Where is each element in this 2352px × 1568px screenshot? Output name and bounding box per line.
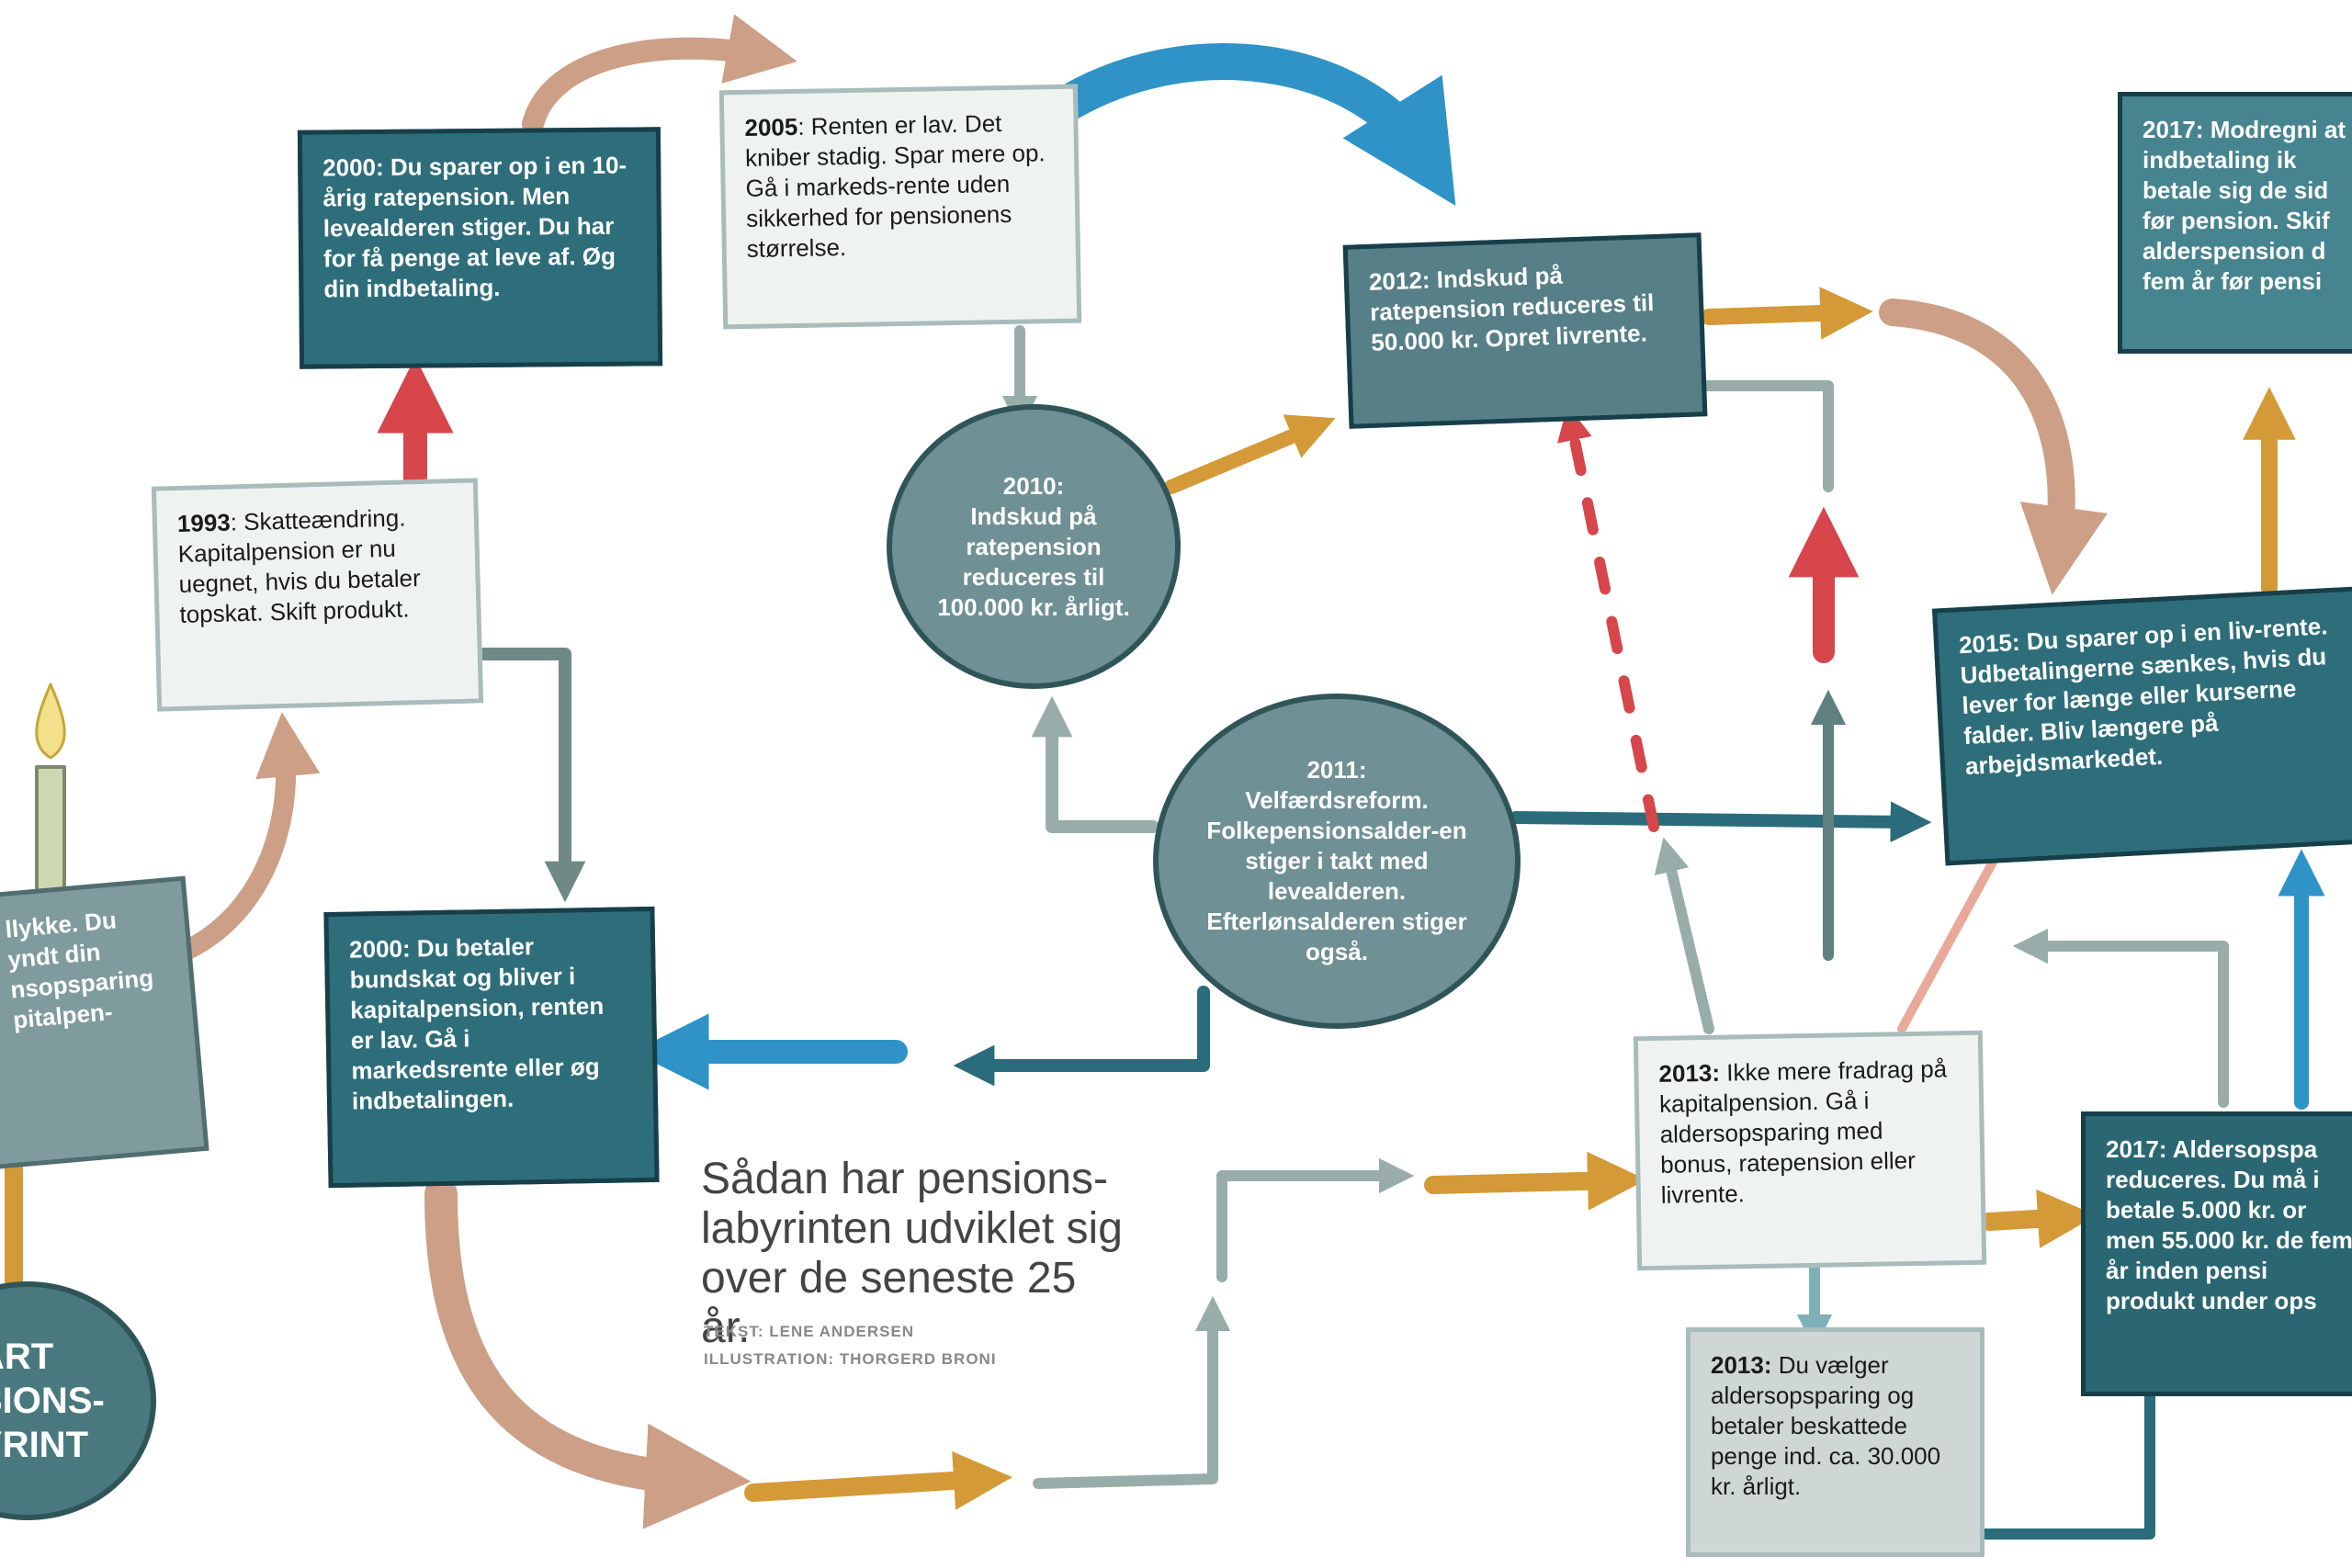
box-2017-a-year: 2017: <box>2143 116 2204 143</box>
page-title: Sådan har pensions-labyrinten udviklet s… <box>701 1155 1123 1352</box>
arrow-2012-right <box>1701 287 1873 340</box>
circle-2010-text: Indskud på ratepension reduceres til 100… <box>937 502 1130 621</box>
box-2012-year: 2012: <box>1368 265 1431 296</box>
start-box-text: llykke. Du yndt din nsopsparing pitalpen… <box>4 906 155 1034</box>
circle-2010: 2010: Indskud på ratepension reduceres t… <box>887 404 1181 689</box>
box-2013-a: 2013: Ikke mere fradrag på kapitalpensio… <box>1633 1030 1987 1271</box>
box-2017-a-text: Modregni at indbetaling ik betale sig de… <box>2143 116 2346 295</box>
arrow-2000a-to-2005 <box>522 14 797 135</box>
arrow-2013b-to-2017b <box>1979 1341 2168 1540</box>
box-2013-b-text: Du vælger aldersopsparing og betaler bes… <box>1711 1351 1941 1500</box>
box-1993: 1993: Skatteændring. Kapitalpension er n… <box>151 478 484 712</box>
credit-illustration: ILLUSTRATION: THORGERD BRONI <box>704 1350 997 1368</box>
arrow-2011-to-2010 <box>1031 695 1159 833</box>
arrow-grey-up-2013a <box>1654 837 1714 1034</box>
box-2017-b-year: 2017: <box>2106 1135 2167 1163</box>
box-2000-b: 2000: Du betaler bundskat og bliver i ka… <box>323 906 660 1189</box>
box-2015-year: 2015: <box>1958 627 2021 660</box>
arrow-2011-to-center <box>953 986 1210 1087</box>
circle-2011-text: Velfærdsreform. Folkepensionsalder-en st… <box>1206 786 1467 965</box>
arrow-2010-to-2012 <box>1164 414 1336 494</box>
arrow-2000b-down <box>424 1178 752 1529</box>
arrow-1993-to-2000b <box>476 648 586 903</box>
start-line-1: ART <box>0 1337 54 1377</box>
box-2005-year: 2005 <box>744 112 798 141</box>
box-2013-b: 2013: Du vælger aldersopsparing og betal… <box>1686 1327 1984 1557</box>
arrow-to-2013a <box>1424 1151 1646 1211</box>
arrow-back-to-2012 <box>1635 367 1834 492</box>
circle-2011-year: 2011: <box>1306 756 1367 784</box>
circle-2010-year: 2010: <box>1002 471 1065 500</box>
start-text: ART SIONS- YRINT <box>0 1335 105 1467</box>
arrow-grey-into-2015 <box>2012 928 2229 1108</box>
arrow-start-to-1993 <box>164 711 321 965</box>
box-2000-b-year: 2000: <box>348 934 411 964</box>
circle-2011: 2011: Velfærdsreform. Folkepensionsalder… <box>1153 694 1521 1029</box>
box-2005: 2005: Renten er lav. Det kniber stadig. … <box>718 84 1082 330</box>
arrow-bottom-orange <box>744 1450 1012 1510</box>
box-2013-a-year: 2013: <box>1658 1058 1721 1088</box>
box-2012: 2012: Indskud på ratepension reduceres t… <box>1342 232 1708 429</box>
credit-text: TEKST: LENE ANDERSEN <box>704 1323 915 1340</box>
arrow-2013a-to-2017b <box>1980 1189 2097 1248</box>
arrow-red-dashed <box>1557 405 1659 832</box>
box-2017-b: 2017: Aldersopspa reduceres. Du må i bet… <box>2081 1111 2352 1396</box>
start-line-2: SIONS- <box>0 1381 105 1421</box>
arrow-bottom-grey <box>1033 1295 1231 1489</box>
candle-body <box>35 765 66 897</box>
start-line-3: YRINT <box>0 1425 88 1465</box>
box-2015: 2015: Du sparer op i en liv-rente. Udbet… <box>1932 585 2352 866</box>
arrow-2005-to-2012 <box>1038 43 1456 206</box>
candle-flame-icon <box>35 682 66 760</box>
box-2000-a: 2000: Du sparer op i en 10-årig ratepens… <box>297 127 663 369</box>
start-box: llykke. Du yndt din nsopsparing pitalpen… <box>0 875 209 1173</box>
box-2000-a-year: 2000: <box>322 152 384 182</box>
box-2013-b-year: 2013: <box>1711 1351 1772 1379</box>
arrow-tan-curve <box>1879 299 2108 595</box>
box-2017-a: 2017: Modregni at indbetaling ik betale … <box>2118 92 2352 354</box>
arrow-2011-to-2015 <box>1510 801 1932 843</box>
box-2017-b-text: Aldersopspa reduceres. Du må i betale 5.… <box>2106 1135 2352 1314</box>
arrow-grey-up-right <box>1216 1157 1415 1282</box>
box-1993-year: 1993 <box>176 508 232 537</box>
